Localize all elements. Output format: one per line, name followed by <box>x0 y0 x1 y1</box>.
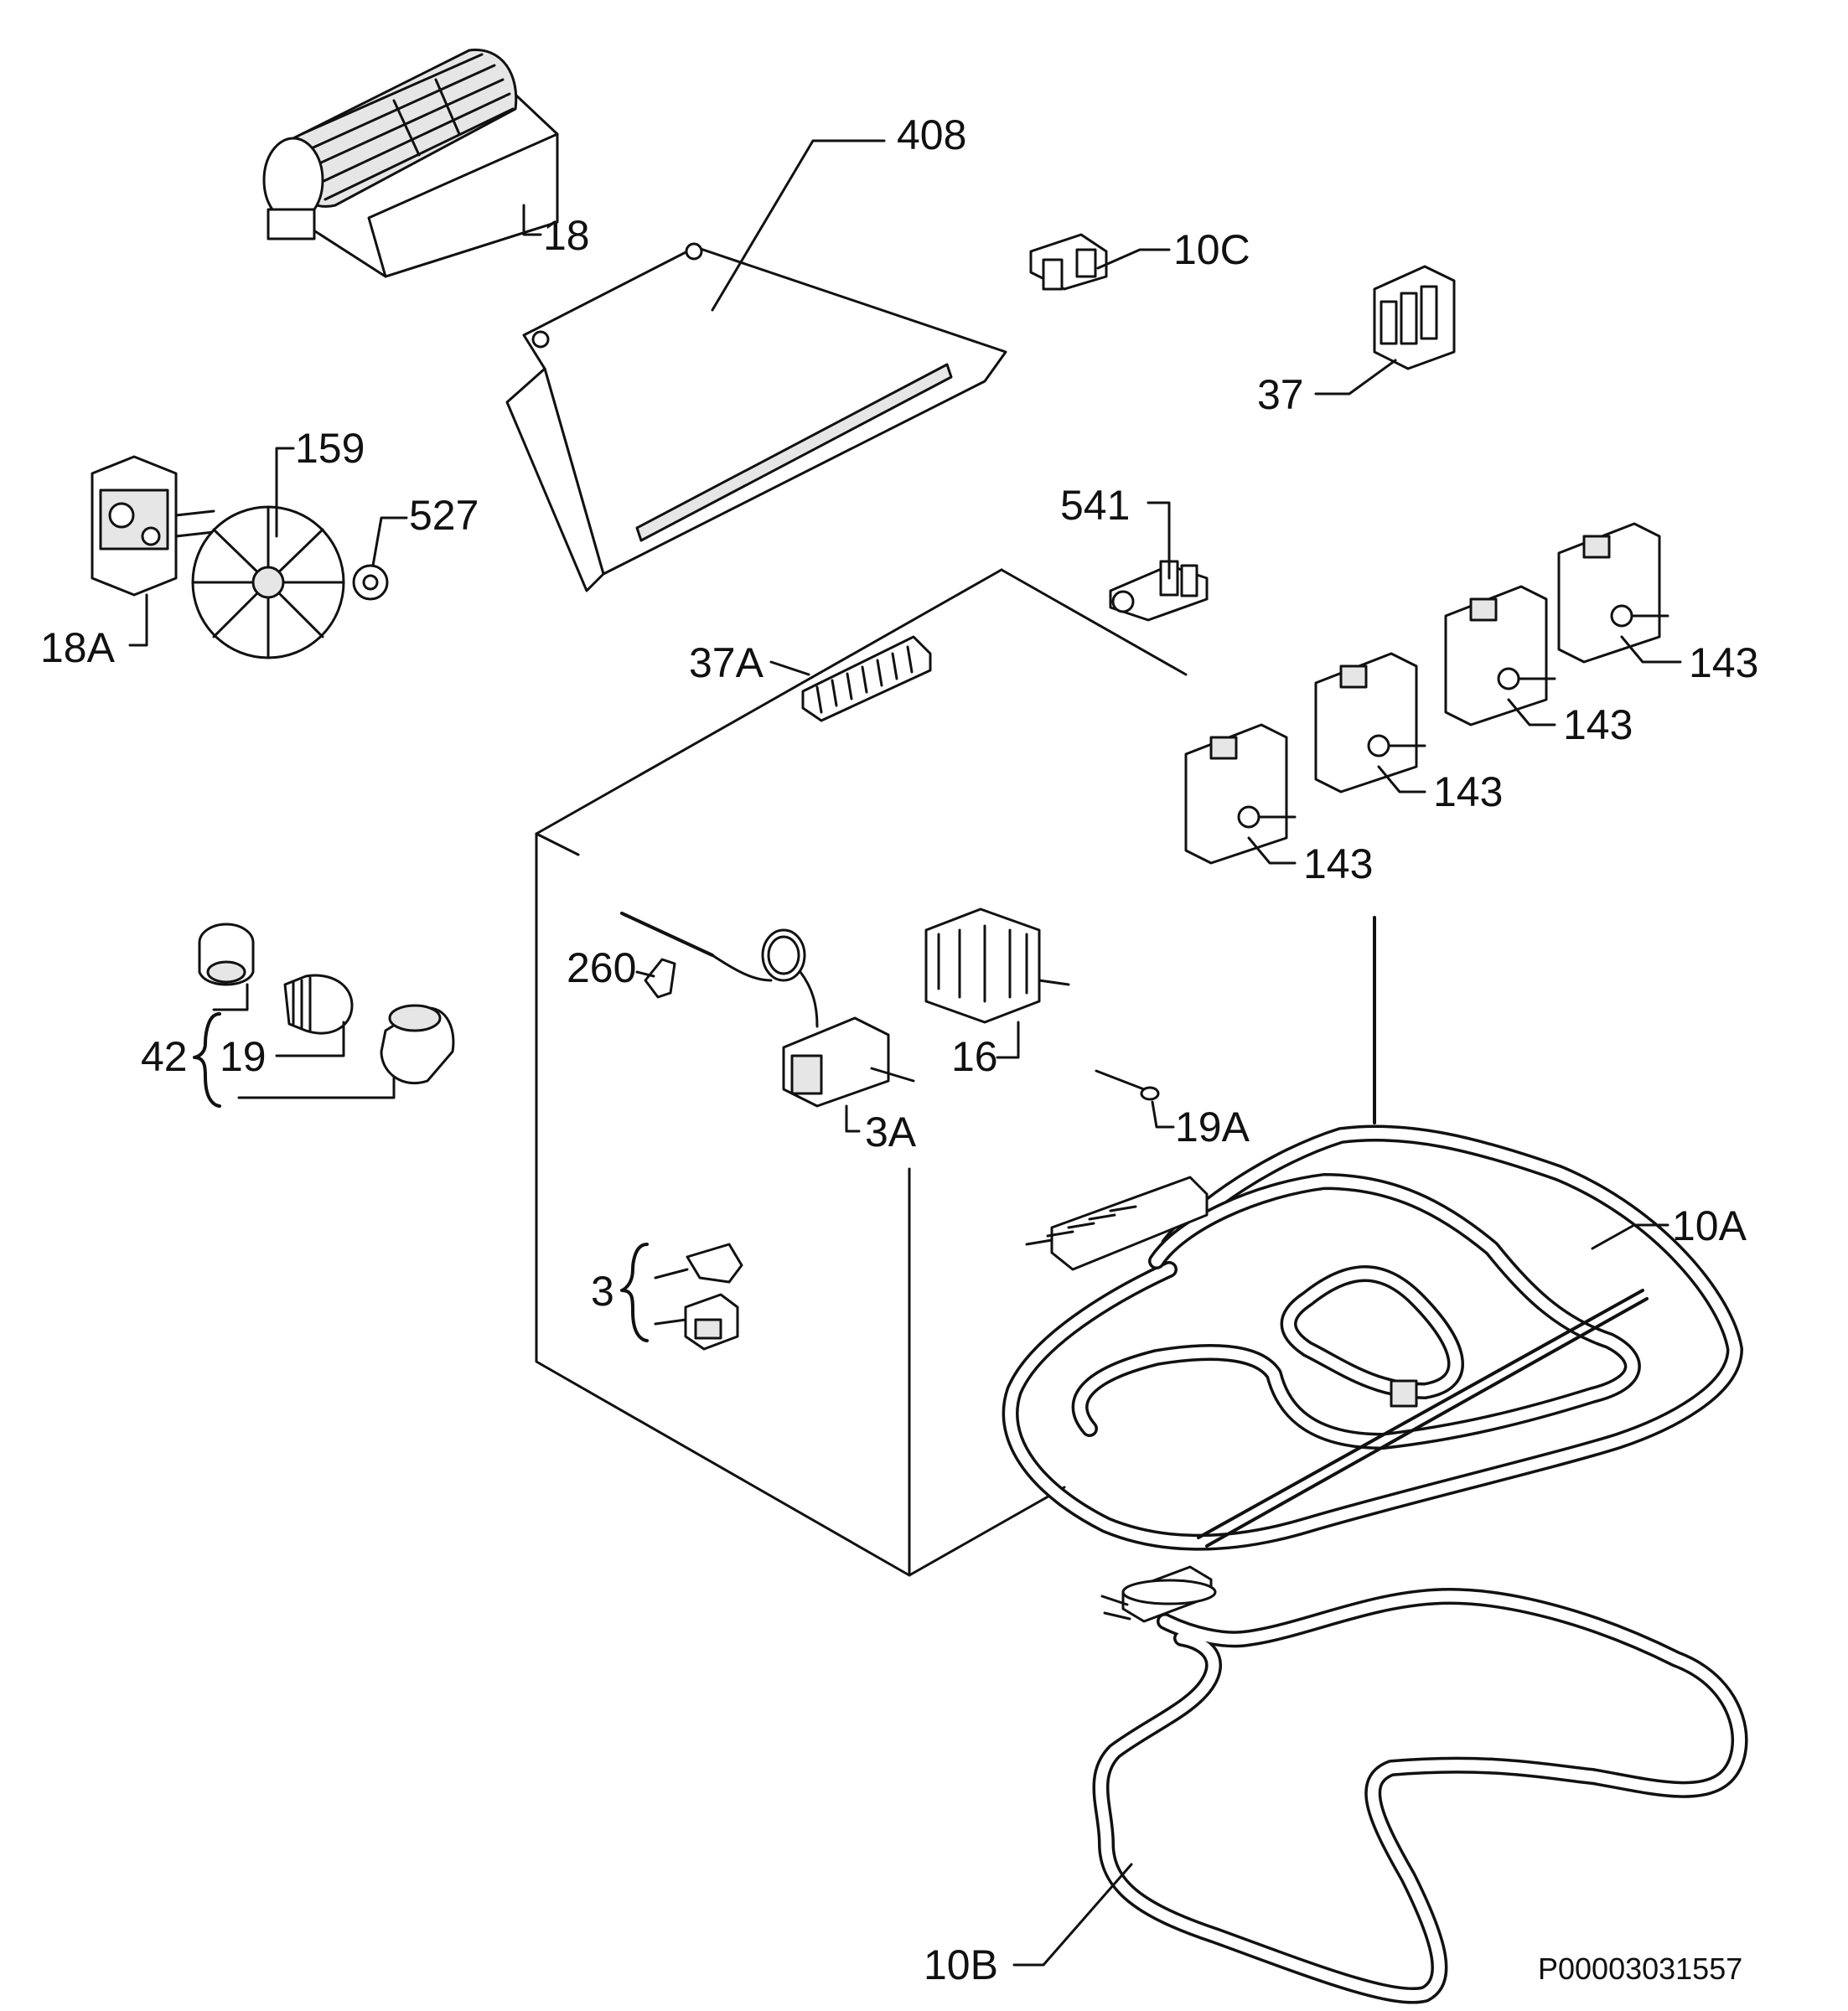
bracket-10c-part <box>1029 233 1171 291</box>
label-143-b: 143 <box>1563 701 1633 748</box>
energy-regulator-part <box>1314 652 1426 794</box>
connector-541-part <box>1109 501 1209 622</box>
oven-cavity-outline <box>535 568 1376 1577</box>
fan-motor-part <box>91 455 215 647</box>
fan-impeller-part <box>191 447 345 659</box>
thermostat-3a-part <box>620 912 915 1133</box>
label-159: 159 <box>295 425 365 472</box>
terminal-block-37-part <box>1314 265 1456 395</box>
energy-regulator-part <box>1184 723 1297 865</box>
energy-regulator-part <box>1557 522 1682 664</box>
label-42: 42 <box>141 1033 188 1080</box>
label-541: 541 <box>1060 482 1130 529</box>
label-18a: 18A <box>40 624 116 671</box>
label-143-c: 143 <box>1433 768 1503 815</box>
label-16: 16 <box>951 1033 998 1080</box>
selector-switch-part <box>924 907 1070 1059</box>
nut-part <box>352 516 408 601</box>
tangential-fan-part <box>262 49 559 278</box>
cover-plate-part <box>505 139 1007 592</box>
label-37: 37 <box>1257 371 1304 418</box>
label-527: 527 <box>409 492 479 539</box>
label-37a: 37A <box>689 639 764 686</box>
terminal-strip-37a-part <box>769 635 932 722</box>
label-18: 18 <box>543 212 590 259</box>
label-19: 19 <box>220 1033 267 1080</box>
clip-260-part <box>635 958 676 999</box>
label-10b: 10B <box>924 1941 998 1988</box>
lamp-assembly-part <box>193 923 455 1108</box>
label-10c: 10C <box>1173 226 1250 273</box>
bracket-set-3-part <box>620 1243 743 1351</box>
label-143-a: 143 <box>1689 639 1758 686</box>
lamp-wire-part <box>1095 1069 1175 1129</box>
label-19a: 19A <box>1175 1104 1250 1150</box>
label-408: 408 <box>897 111 966 158</box>
reference-code: P00003031557 <box>1538 1952 1742 1986</box>
label-143-d: 143 <box>1303 840 1373 887</box>
bottom-heating-element-part <box>1012 1565 1748 2004</box>
grill-heating-element-part <box>1002 1124 1743 1551</box>
energy-regulator-part <box>1444 585 1556 726</box>
label-3: 3 <box>591 1268 614 1315</box>
label-3a: 3A <box>865 1109 917 1155</box>
label-10a: 10A <box>1672 1202 1747 1249</box>
label-260: 260 <box>567 944 636 991</box>
